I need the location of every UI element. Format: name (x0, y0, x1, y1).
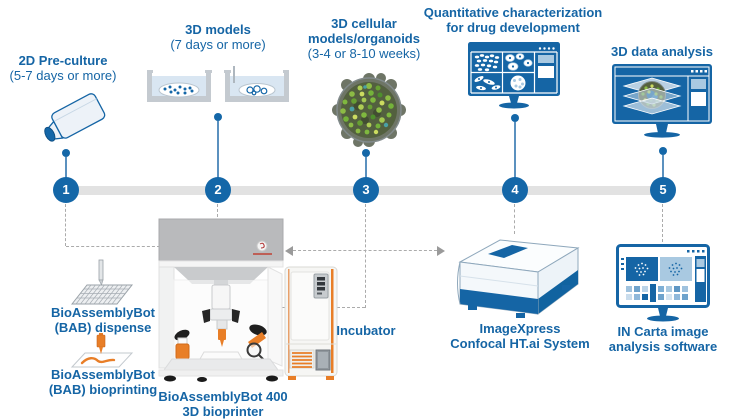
dash-bioprinter-imagexpress-arrow (293, 250, 437, 251)
step4-title-line1: Quantitative characterization (423, 5, 603, 20)
incarta-label-line1: IN Carta image (617, 324, 709, 339)
step5-connector-line (662, 155, 664, 178)
dispense-label-line1: BioAssemblyBot (50, 305, 156, 320)
step2-number-badge: 2 (205, 177, 231, 203)
organoid-icon (332, 73, 406, 147)
dash-step1-to-bioprinter (66, 246, 160, 247)
step5-number-badge: 5 (650, 177, 676, 203)
incubator-icon (284, 266, 338, 380)
incarta-monitor-icon (616, 244, 710, 322)
dash-step1-down (65, 204, 66, 246)
bioprinting-label: BioAssemblyBot (BAB) bioprinting (33, 367, 173, 397)
incarta-label-line2: analysis software (608, 339, 718, 354)
bioprinting-label-line1: BioAssemblyBot (50, 367, 156, 382)
step3-number-badge: 3 (353, 177, 379, 203)
arrowhead-right-icon (437, 246, 445, 256)
dash-step3-down (365, 204, 366, 308)
step3-title-line2: models/organoids (308, 31, 420, 46)
step1-label: 2D Pre-culture (5-7 days or more) (0, 53, 134, 83)
dash-step5-down (662, 204, 663, 242)
dash-step2-down (217, 204, 218, 217)
imagexpress-label-line1: ImageXpress (479, 321, 561, 336)
cell-gallery-monitor-icon (468, 42, 560, 109)
step1-subtitle: (5-7 days or more) (9, 68, 117, 83)
petri-dishes-icon (147, 66, 289, 102)
step2-connector-line (217, 121, 219, 178)
dish-2 (224, 66, 289, 102)
bioprinting-label-line2: (BAB) bioprinting (48, 382, 158, 397)
dispense-plate-icon (70, 259, 134, 305)
imagexpress-label-line2: Confocal HT.ai System (450, 336, 590, 351)
bioprinting-plate-icon (70, 333, 134, 368)
imagexpress-system-icon (457, 239, 580, 318)
dispense-label-line2: (BAB) dispense (54, 320, 152, 335)
step2-subtitle: (7 days or more) (170, 37, 266, 52)
dash-incubator-to-step3 (337, 307, 365, 308)
bioprinter-label-line2: 3D bioprinter (182, 404, 264, 419)
bioprinter-label-line1: BioAssemblyBot 400 (158, 389, 288, 404)
step5-connector-dot (659, 147, 667, 155)
bioprinter-machine-icon (158, 218, 284, 382)
step4-label: Quantitative characterization for drug d… (398, 5, 628, 35)
step3-connector-dot (362, 149, 370, 157)
arrowhead-left-icon (285, 246, 293, 256)
step4-title-line2: for drug development (446, 20, 580, 35)
step2-label: 3D models (7 days or more) (148, 22, 288, 52)
dispense-label: BioAssemblyBot (BAB) dispense (38, 305, 168, 335)
incarta-label: IN Carta image analysis software (590, 324, 736, 354)
step3-label: 3D cellular models/organoids (3-4 or 8-1… (289, 16, 439, 61)
step5-title: 3D data analysis (611, 44, 713, 59)
step4-connector-dot (511, 114, 519, 122)
culture-flask-icon (44, 93, 106, 142)
step1-number-badge: 1 (53, 177, 79, 203)
step1-connector-line (65, 157, 67, 178)
analysis-monitor-icon (612, 64, 712, 138)
step5-label: 3D data analysis (582, 44, 742, 59)
step3-subtitle: (3-4 or 8-10 weeks) (307, 46, 421, 61)
step3-connector-line (365, 157, 367, 178)
step1-connector-dot (62, 149, 70, 157)
imagexpress-label: ImageXpress Confocal HT.ai System (432, 321, 608, 351)
step4-number-badge: 4 (502, 177, 528, 203)
step2-title: 3D models (185, 22, 251, 37)
step4-connector-line (514, 122, 516, 178)
dish-1 (147, 70, 212, 102)
step2-connector-dot (214, 113, 222, 121)
step1-title: 2D Pre-culture (18, 53, 108, 68)
bioprinter-label: BioAssemblyBot 400 3D bioprinter (148, 389, 298, 419)
step3-title-line1: 3D cellular (331, 16, 397, 31)
incubator-label: Incubator (336, 323, 396, 338)
dash-step4-down (514, 204, 515, 234)
